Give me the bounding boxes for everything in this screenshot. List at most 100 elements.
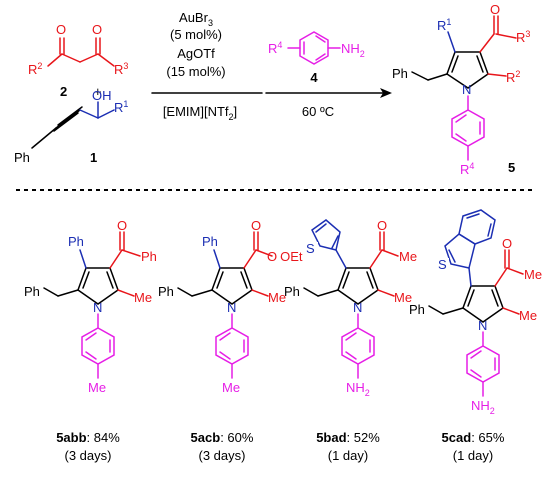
thiophene-ring <box>444 233 476 269</box>
bond <box>462 307 484 323</box>
bond <box>251 289 269 297</box>
bond <box>479 51 489 75</box>
bond <box>121 249 141 257</box>
bond <box>342 271 350 289</box>
example-5abb: N Ph O Ph Me Ph Me 5abb: 84% (3 days) <box>24 218 157 463</box>
acyl-substituent: Me <box>524 267 542 282</box>
reaction-time: (3 days) <box>65 448 112 463</box>
compound-number-1: 1 <box>90 150 97 165</box>
para-substituent: Me <box>222 380 240 395</box>
bond <box>369 267 379 291</box>
carbonyl-o: O <box>56 22 66 37</box>
bond <box>502 307 520 315</box>
bond <box>315 223 327 233</box>
bond <box>82 271 90 289</box>
benzyl-ph: Ph <box>158 284 174 299</box>
methyl-label: Me <box>519 308 537 323</box>
bond <box>468 267 472 287</box>
example-caption: 5acb: 60% <box>191 430 254 445</box>
bond <box>506 267 524 275</box>
bond <box>55 109 81 129</box>
cocatalyst-label: AgOTf <box>177 46 215 61</box>
carbonyl-o: O <box>502 236 512 251</box>
thiophene-ring <box>311 219 341 251</box>
carbonyl-o: O <box>377 218 387 233</box>
bond <box>427 73 448 81</box>
bond <box>255 249 273 257</box>
compound-number-4: 4 <box>310 70 318 85</box>
aniline-ring <box>299 31 329 65</box>
amine-label: NH2 <box>341 41 365 59</box>
bond <box>494 285 504 309</box>
bond <box>495 33 517 39</box>
carbonyl-o: O <box>490 2 500 17</box>
acyl-substituent: Me <box>399 249 417 264</box>
aryl-ring <box>451 109 485 147</box>
cocatalyst-loading: (15 mol%) <box>166 64 225 79</box>
reaction-time: (1 day) <box>453 448 493 463</box>
bond <box>117 289 135 297</box>
para-substituent: NH2 <box>346 380 370 398</box>
bond <box>476 55 484 73</box>
catalyst-loading: (5 mol%) <box>170 27 222 42</box>
bond <box>79 249 87 269</box>
bond <box>487 73 507 77</box>
label-mask <box>437 258 449 270</box>
bond <box>47 53 63 67</box>
bond <box>447 31 456 53</box>
r3-label: R3 <box>516 29 530 45</box>
bond <box>479 33 495 53</box>
bond <box>335 249 347 269</box>
r2-label: R2 <box>28 61 42 77</box>
aryl-ring <box>341 327 375 365</box>
carbonyl-o: O <box>92 22 102 37</box>
bond <box>85 332 97 341</box>
aryl-ring <box>215 327 249 365</box>
bond <box>369 249 383 269</box>
bond <box>79 109 99 119</box>
example-caption: 5cad: 65% <box>442 430 505 445</box>
bond <box>448 249 456 263</box>
bond <box>451 55 459 73</box>
r4-label: R4 <box>268 40 282 56</box>
para-substituent: Me <box>88 380 106 395</box>
bond <box>85 351 97 360</box>
benzo-ring <box>458 209 496 245</box>
bond <box>216 271 224 289</box>
phenyl-label: Ph <box>14 150 30 165</box>
bond <box>357 289 379 305</box>
bond <box>97 289 119 305</box>
r1-label: R1 <box>114 99 128 115</box>
bond <box>57 106 83 126</box>
ph-substituent: Ph <box>68 234 84 249</box>
bond <box>219 332 231 341</box>
bond <box>467 73 489 89</box>
bond <box>77 289 99 305</box>
aryl-ring <box>81 327 115 365</box>
bond <box>337 289 359 305</box>
bond <box>243 267 253 291</box>
bond <box>109 249 123 269</box>
bond <box>97 53 115 67</box>
propargyl-alcohol-1: OH R1 Ph 1 <box>14 88 128 165</box>
bond <box>77 267 87 291</box>
bond <box>106 271 114 289</box>
r1-label: R1 <box>437 17 451 33</box>
bond <box>462 285 472 309</box>
r3-label: R3 <box>114 61 128 77</box>
bond <box>491 289 499 307</box>
bond <box>79 53 99 63</box>
bond <box>191 289 213 297</box>
bond <box>211 289 233 305</box>
pyrrole-n: N <box>462 82 471 97</box>
bond <box>455 114 467 123</box>
aniline-4: R4 NH2 4 <box>268 31 365 85</box>
bond <box>455 133 467 142</box>
solvent-label: [EMIM][NTf2] <box>163 104 237 122</box>
bond <box>213 249 221 269</box>
thiophene-s: S <box>306 241 315 256</box>
bond <box>466 213 480 219</box>
